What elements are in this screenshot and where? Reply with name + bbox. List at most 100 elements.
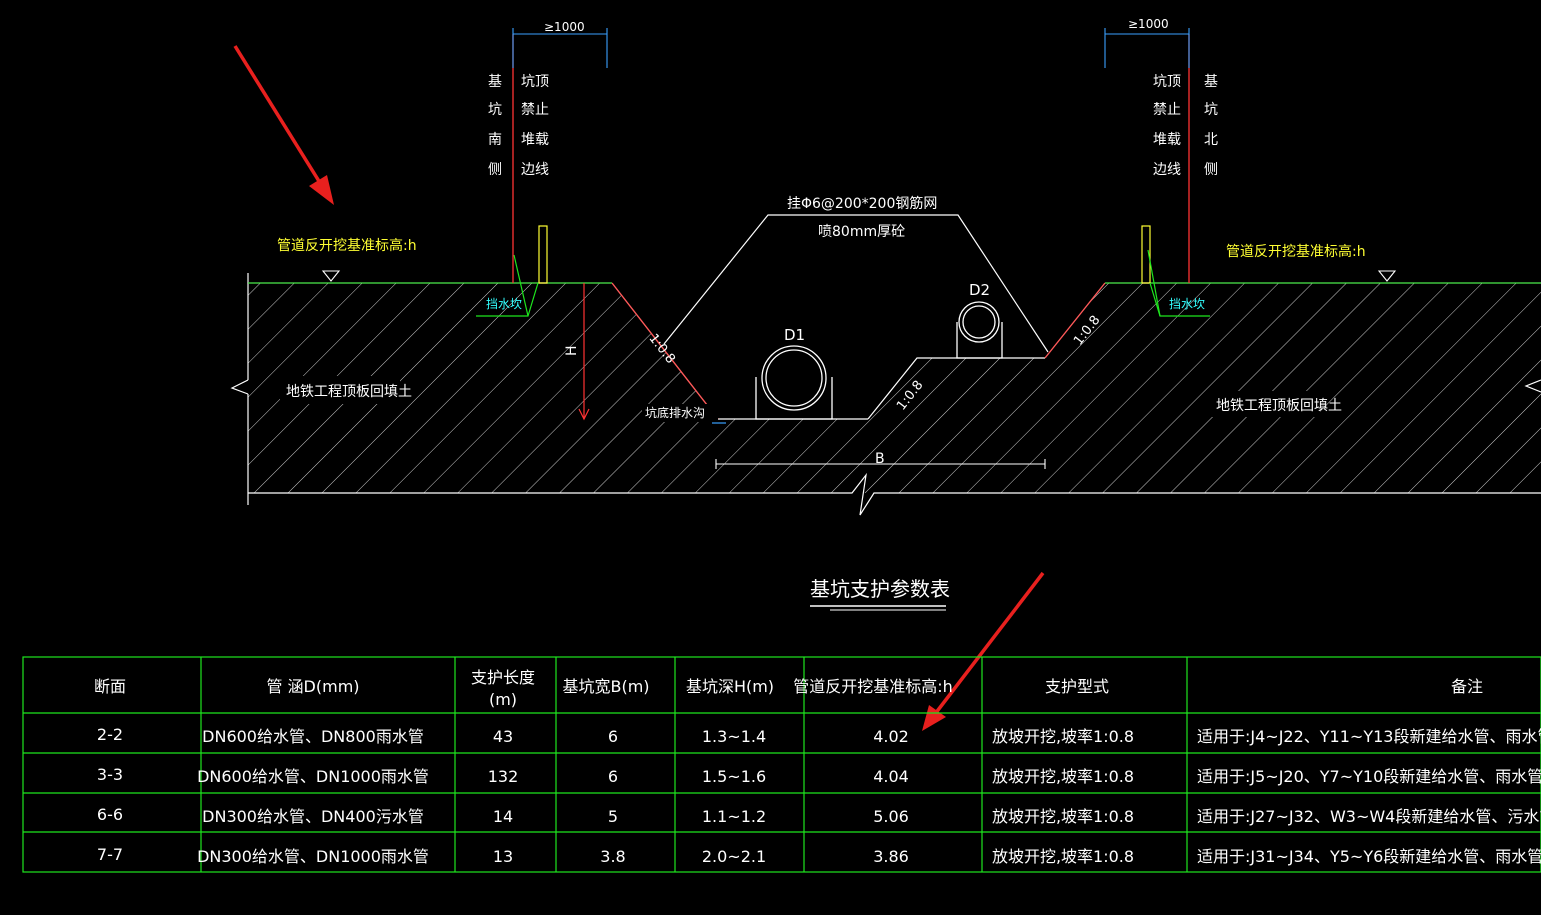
pipe-d2 <box>956 301 1003 359</box>
water-wall-left <box>538 225 548 284</box>
mesh-note-2: 喷80mm厚砼 <box>818 224 905 240</box>
svg-text:5.06: 5.06 <box>873 807 909 826</box>
backfill-right-label: 地铁工程顶板回填土 <box>1216 398 1342 414</box>
header-pipe: 管 涵D(mm) <box>266 677 359 696</box>
svg-text:2-2: 2-2 <box>97 725 123 744</box>
drain-ditch-label: 坑底排水沟 <box>645 405 705 420</box>
mesh-note-1: 挂Φ6@200*200钢筋网 <box>787 195 937 212</box>
water-wall-right <box>1141 225 1151 284</box>
svg-text:132: 132 <box>488 767 519 786</box>
depth-H-label: H <box>564 345 580 356</box>
mesh-outline <box>663 214 1049 353</box>
svg-text:北: 北 <box>1204 132 1218 148</box>
svg-text:5: 5 <box>608 807 618 826</box>
water-wall-left-label: 挡水坎 <box>486 297 522 311</box>
backfill-left-label: 地铁工程顶板回填土 <box>286 384 412 400</box>
elevation-marker-left <box>321 270 341 282</box>
svg-text:3.8: 3.8 <box>600 847 625 866</box>
water-wall-right-drain <box>1147 249 1210 317</box>
svg-text:坑顶: 坑顶 <box>1153 74 1181 90</box>
svg-text:边线: 边线 <box>521 162 549 178</box>
table-row: 6-6 DN300给水管、DN400污水管 14 5 1.1~1.2 5.06 … <box>97 805 1541 826</box>
water-wall-left-drain <box>476 254 539 317</box>
arrow-annotation-right <box>922 571 1045 731</box>
svg-text:4.02: 4.02 <box>873 727 909 746</box>
svg-text:禁止: 禁止 <box>1153 102 1181 118</box>
svg-text:堆载: 堆载 <box>1153 132 1181 148</box>
header-section: 断面 <box>94 677 126 696</box>
svg-text:3-3: 3-3 <box>97 765 123 784</box>
ref-elev-right: 管道反开挖基准标高:h <box>1226 243 1366 260</box>
width-B-label: B <box>875 451 885 467</box>
table-grid <box>22 656 1541 873</box>
svg-text:13: 13 <box>493 847 513 866</box>
header-length-unit: (m) <box>489 690 517 709</box>
svg-text:边线: 边线 <box>1153 162 1181 178</box>
svg-text:DN600给水管、DN1000雨水管: DN600给水管、DN1000雨水管 <box>197 767 429 786</box>
svg-text:43: 43 <box>493 727 513 746</box>
svg-text:1.3~1.4: 1.3~1.4 <box>702 727 766 746</box>
header-length: 支护长度 <box>471 668 535 687</box>
svg-text:坑: 坑 <box>488 102 502 118</box>
pipe-d2-label: D2 <box>969 281 990 299</box>
table-header-row: 断面 管 涵D(mm) 支护长度 (m) 基坑宽B(m) 基坑深H(m) 管道反… <box>94 668 1483 709</box>
depth-dimension <box>578 283 590 421</box>
table-row: 2-2 DN600给水管、DN800雨水管 43 6 1.3~1.4 4.02 … <box>97 725 1541 746</box>
table-title: 基坑支护参数表 <box>810 577 950 601</box>
dimension-top-right <box>1104 28 1190 68</box>
svg-text:放坡开挖,坡率1:0.8: 放坡开挖,坡率1:0.8 <box>992 767 1134 786</box>
pipe-d1 <box>755 345 833 420</box>
svg-text:6-6: 6-6 <box>97 805 123 824</box>
svg-text:6: 6 <box>608 727 618 746</box>
water-wall-right-label: 挡水坎 <box>1169 297 1205 311</box>
svg-text:4.04: 4.04 <box>873 767 909 786</box>
svg-text:14: 14 <box>493 807 513 826</box>
load-line-label-left: 坑顶 禁止 堆载 边线 <box>521 74 549 178</box>
table-row: 3-3 DN600给水管、DN1000雨水管 132 6 1.5~1.6 4.0… <box>97 765 1541 786</box>
svg-text:1.1~1.2: 1.1~1.2 <box>702 807 766 826</box>
svg-text:3.86: 3.86 <box>873 847 909 866</box>
svg-text:放坡开挖,坡率1:0.8: 放坡开挖,坡率1:0.8 <box>992 807 1134 826</box>
soil-hatching <box>248 283 1541 493</box>
header-depth: 基坑深H(m) <box>686 677 774 696</box>
svg-text:堆载: 堆载 <box>521 132 549 148</box>
svg-text:基: 基 <box>1204 73 1218 90</box>
load-line-label-right: 坑顶 禁止 堆载 边线 <box>1153 74 1181 178</box>
dim-top-left-text: ≥1000 <box>544 20 585 34</box>
svg-text:侧: 侧 <box>488 162 502 178</box>
ref-elev-left: 管道反开挖基准标高:h <box>277 237 417 254</box>
south-side-label: 基 坑 南 侧 <box>488 73 502 178</box>
width-dimension <box>715 459 1046 469</box>
table-row: 7-7 DN300给水管、DN1000雨水管 13 3.8 2.0~2.1 3.… <box>97 845 1541 866</box>
header-remark: 备注 <box>1451 677 1483 696</box>
svg-text:放坡开挖,坡率1:0.8: 放坡开挖,坡率1:0.8 <box>992 727 1134 746</box>
svg-text:适用于:J27~J32、W3~W4段新建给水管、污水管基坑,: 适用于:J27~J32、W3~W4段新建给水管、污水管基坑,结 <box>1197 807 1541 826</box>
load-boundary-lines <box>512 34 1190 283</box>
svg-text:侧: 侧 <box>1204 162 1218 178</box>
header-width: 基坑宽B(m) <box>562 677 649 696</box>
svg-text:7-7: 7-7 <box>97 845 123 864</box>
arrow-annotation-left <box>233 45 334 205</box>
svg-text:6: 6 <box>608 767 618 786</box>
svg-text:坑: 坑 <box>1204 102 1218 118</box>
svg-text:DN300给水管、DN1000雨水管: DN300给水管、DN1000雨水管 <box>197 847 429 866</box>
dim-top-right-text: ≥1000 <box>1128 17 1169 31</box>
pipe-d1-label: D1 <box>784 326 805 344</box>
svg-text:基: 基 <box>488 73 502 90</box>
elevation-marker-right <box>1377 270 1397 282</box>
dimension-top-left <box>512 28 608 68</box>
header-ref-elev: 管道反开挖基准标高:h <box>793 677 953 696</box>
svg-text:坑顶: 坑顶 <box>521 74 549 90</box>
header-support-type: 支护型式 <box>1045 677 1109 696</box>
svg-text:禁止: 禁止 <box>521 102 549 118</box>
slope-lines <box>611 282 1106 420</box>
svg-text:放坡开挖,坡率1:0.8: 放坡开挖,坡率1:0.8 <box>992 847 1134 866</box>
svg-text:南: 南 <box>488 132 502 148</box>
north-side-label: 基 坑 北 侧 <box>1204 73 1218 178</box>
svg-text:适用于:J31~J34、Y5~Y6段新建给水管、雨水管基坑,: 适用于:J31~J34、Y5~Y6段新建给水管、雨水管基坑,结 <box>1197 847 1541 866</box>
svg-text:2.0~2.1: 2.0~2.1 <box>702 847 766 866</box>
svg-text:1.5~1.6: 1.5~1.6 <box>702 767 766 786</box>
svg-text:适用于:J5~J20、Y7~Y10段新建给水管、雨水管基坑,: 适用于:J5~J20、Y7~Y10段新建给水管、雨水管基坑,结 <box>1197 767 1541 786</box>
svg-text:DN300给水管、DN400污水管: DN300给水管、DN400污水管 <box>202 807 424 826</box>
